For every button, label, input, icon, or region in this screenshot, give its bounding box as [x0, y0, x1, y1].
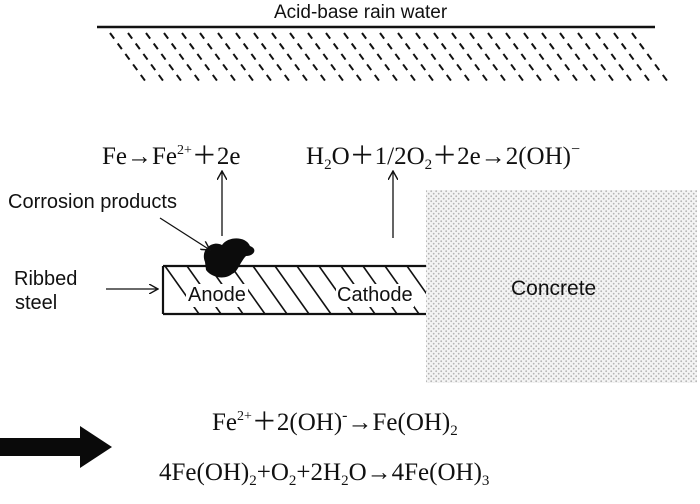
r2-b: +O: [256, 459, 289, 486]
cathode-equation: H2O＋1/2O2＋2e→2(OH)−: [306, 136, 580, 174]
r2-sub3: 2: [341, 473, 349, 489]
r2-d: O→4Fe(OH): [348, 459, 482, 486]
r2-a: 4Fe(OH): [159, 459, 250, 486]
r2-c: +2H: [296, 459, 342, 486]
r2-sub1: 2: [249, 473, 257, 489]
cathode-eq-sub1: 2: [324, 157, 332, 173]
cathode-eq-rest: ＋2e→2(OH): [432, 143, 571, 170]
cathode-eq-sub2: 2: [424, 157, 433, 173]
r1-sup2: -: [342, 407, 348, 424]
r2-sub4: 3: [481, 473, 490, 489]
concrete-block: [426, 190, 697, 383]
anode-eq-sup: 2+: [177, 143, 192, 158]
r1-a: Fe: [212, 409, 237, 436]
reaction-1: Fe2+＋2(OH)-→Fe(OH)2: [212, 402, 458, 440]
r2-sub2: 2: [288, 473, 297, 489]
anode-equation: Fe→Fe2+＋2e: [102, 136, 241, 172]
reaction-2: 4Fe(OH)2+O2+2H2O→4Fe(OH)3: [159, 459, 489, 490]
corrosion-products-label: Corrosion products: [8, 191, 177, 213]
r1-sub: 2: [450, 423, 458, 439]
cathode-eq-b: O＋1/2O: [331, 143, 425, 170]
r1-sup1: 2+: [237, 409, 252, 424]
rain-water-label: Acid-base rain water: [274, 2, 448, 23]
anode-eq-rhs: ＋2e: [191, 143, 241, 170]
anode-eq-lhs: Fe→Fe: [102, 143, 177, 170]
r1-c: →Fe(OH): [347, 409, 451, 436]
cathode-eq-sup: −: [570, 141, 581, 158]
corrosion-pointer-arrow: [159, 217, 210, 250]
ribbed-steel-label: Ribbed steel: [14, 267, 77, 315]
r1-b: ＋2(OH): [251, 409, 343, 436]
concrete-label: Concrete: [511, 277, 597, 300]
cathode-eq-a: H: [306, 143, 325, 170]
soil-hatching: [109, 32, 669, 83]
ribbed-steel-label-line1: Ribbed: [14, 268, 78, 290]
ribbed-steel-label-line2: steel: [15, 292, 58, 314]
corrosion-product-blob: [203, 238, 255, 278]
anode-label: Anode: [186, 284, 248, 307]
big-black-arrow: [0, 426, 112, 468]
cathode-label: Cathode: [336, 284, 414, 307]
